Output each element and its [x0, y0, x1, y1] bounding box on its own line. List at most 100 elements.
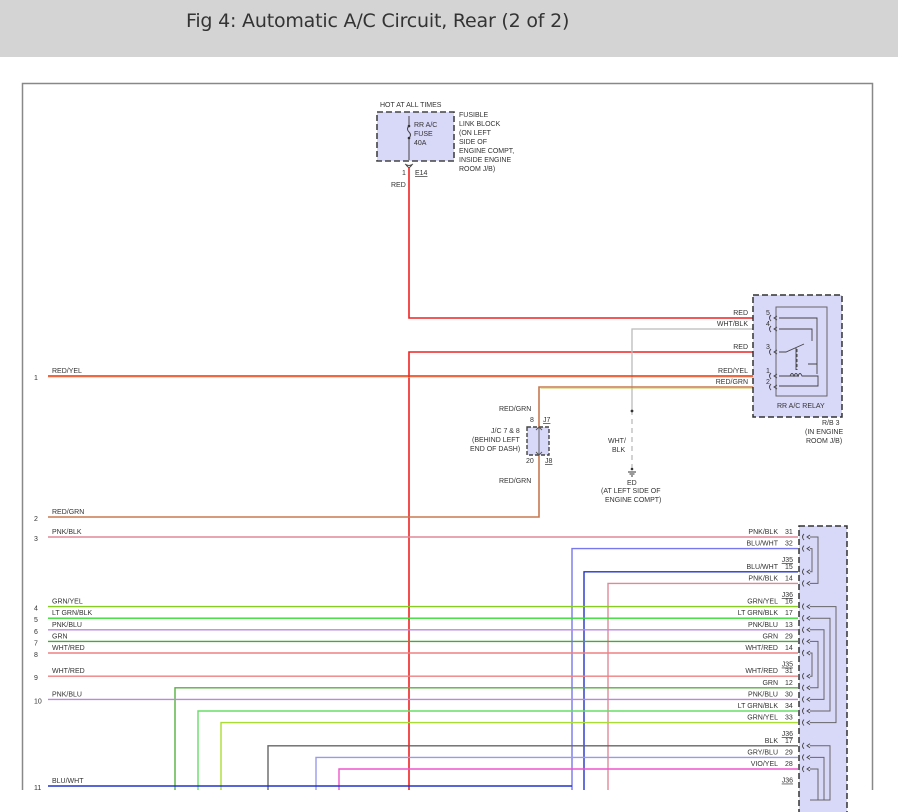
right-pin-wire-label: PNK/BLU — [748, 691, 778, 698]
internal-link — [810, 640, 819, 689]
figure-header: Fig 4: Automatic A/C Circuit, Rear (2 of… — [0, 0, 898, 57]
right-pin-wire-label: GRN/YEL — [747, 599, 778, 606]
pin-terminal-icon — [802, 533, 811, 541]
fuse-connector-id: E14 — [415, 170, 428, 177]
junction-label-1: (BEHIND LEFT — [472, 437, 521, 444]
fuse-desc-5: INSIDE ENGINE — [459, 157, 511, 164]
junction-arrow-icon — [535, 426, 543, 456]
right-pin-number: 29 — [785, 749, 793, 756]
left-wire-number: 11 — [34, 785, 41, 792]
right-pin-number: 14 — [785, 575, 793, 582]
left-wire-number: 4 — [34, 606, 38, 613]
fuse-desc-6: ROOM J/B) — [459, 166, 495, 173]
left-wire-label: WHT/RED — [52, 668, 85, 675]
right-pin-wire-label: GRN — [762, 633, 778, 640]
right-pin-number: 33 — [785, 715, 793, 722]
internal-link — [810, 629, 825, 700]
junction-bottom-conn: J8 — [545, 458, 553, 465]
wire — [571, 547, 798, 790]
right-pin-number: 32 — [785, 541, 793, 548]
fuse-label-0: RR A/C — [414, 122, 437, 129]
left-wire-label: PNK/BLU — [52, 691, 82, 698]
wire — [220, 721, 798, 790]
relay-pin-terminal-icon — [769, 372, 778, 380]
relay-pin-wire-label: RED — [733, 310, 748, 317]
pin-terminal-icon — [802, 545, 811, 552]
connector-id: J35 — [782, 557, 793, 564]
left-wire-number: 2 — [34, 516, 38, 523]
relay-pin-number: 4 — [766, 321, 770, 328]
fusible-link-block: HOT AT ALL TIMES RR A/C FUSE 40A FUSIBLE… — [376, 102, 514, 189]
left-wire-label: PNK/BLU — [52, 622, 82, 629]
right-pin-wire-label: GRY/BLU — [747, 749, 778, 756]
junction-top-conn: J7 — [543, 417, 551, 424]
relay-name: RR A/C RELAY — [777, 403, 825, 410]
pin-terminal-icon — [802, 684, 811, 692]
pin-terminal-icon — [802, 626, 811, 634]
right-pin-wire-label: LT GRN/BLK — [738, 610, 779, 617]
right-pin-wire-label: PNK/BLK — [748, 575, 778, 582]
wire — [197, 710, 798, 790]
fuse-pin-number: 1 — [402, 170, 406, 177]
fuse-desc-2: (ON LEFT — [459, 130, 492, 137]
relay-pin-terminal-icon — [769, 325, 778, 333]
connector-id: J36 — [782, 731, 793, 738]
ground-name: ED — [627, 480, 637, 487]
junction-label-0: J/C 7 & 8 — [491, 428, 520, 435]
fuse-connector-icon — [404, 163, 414, 169]
ground-location-0: (AT LEFT SIDE OF — [601, 488, 661, 495]
relay-pin-terminal-icon — [769, 314, 778, 322]
wire — [583, 571, 798, 790]
junction-connector: RED/GRN 8 J7 J/C 7 & 8 (BEHIND LEFT END … — [470, 406, 553, 485]
internal-link — [810, 617, 831, 712]
wire-wht-blk-relay-pin4 — [631, 328, 765, 410]
right-pin-number: 31 — [785, 668, 793, 675]
internal-link — [810, 606, 837, 724]
wire-red-fuse-to-relay — [408, 168, 765, 319]
left-wire-number: 6 — [34, 629, 38, 636]
left-wire-number: 5 — [34, 617, 38, 624]
wire — [607, 582, 798, 790]
right-pin-wire-label: BLU/WHT — [747, 564, 779, 571]
right-pin-wire-label: BLU/WHT — [747, 541, 779, 548]
pin-terminal-icon — [802, 580, 811, 587]
relay-pin-wire-label: RED — [733, 344, 748, 351]
relay-switch-icon — [779, 317, 819, 387]
pin-terminal-icon — [802, 672, 811, 680]
rr-ac-relay: RR A/C RELAY R/B 3 (IN ENGINE ROOM J/B) … — [716, 294, 843, 445]
junction-bottom-wire: RED/GRN — [499, 478, 531, 485]
junction-top-wire: RED/GRN — [499, 406, 531, 413]
pin-terminal-icon — [802, 765, 811, 773]
right-pin-wire-label: PNK/BLK — [748, 529, 778, 536]
left-wire-number: 7 — [34, 640, 38, 647]
pin-terminal-icon — [802, 614, 811, 622]
fuse-block-box — [376, 111, 455, 162]
figure-title: Fig 4: Automatic A/C Circuit, Rear (2 of… — [186, 10, 570, 32]
left-wire-number: 10 — [34, 698, 42, 705]
pin-terminal-icon — [802, 742, 811, 750]
right-pin-number: 15 — [785, 564, 793, 571]
relay-pin-terminal-icon — [769, 383, 778, 391]
right-pin-wire-label: LT GRN/BLK — [738, 703, 779, 710]
hot-at-all-times-label: HOT AT ALL TIMES — [380, 102, 442, 109]
left-wire-number: 3 — [34, 536, 38, 543]
left-wire-label: PNK/BLK — [52, 529, 82, 536]
ground-wire-label-1: BLK — [612, 447, 626, 454]
left-wire-label: RED/GRN — [52, 509, 84, 516]
internal-link — [810, 548, 813, 573]
internal-link — [810, 652, 813, 677]
diagram-frame — [21, 82, 874, 790]
right-pin-number: 17 — [785, 738, 793, 745]
fuse-label-1: FUSE — [414, 131, 433, 138]
right-pin-wire-label: WHT/RED — [745, 668, 778, 675]
relay-pin-wire-label: RED/YEL — [718, 368, 748, 375]
internal-link — [810, 536, 819, 584]
connector-id: J35 — [782, 662, 793, 669]
junction-box — [526, 426, 550, 456]
relay-pin-wire-label: WHT/BLK — [717, 321, 748, 328]
ground-location-1: ENGINE COMPT) — [605, 497, 661, 504]
right-pin-wire-label: WHT/RED — [745, 645, 778, 652]
left-wire-label: RED/YEL — [52, 368, 82, 375]
right-pin-number: 12 — [785, 680, 793, 687]
